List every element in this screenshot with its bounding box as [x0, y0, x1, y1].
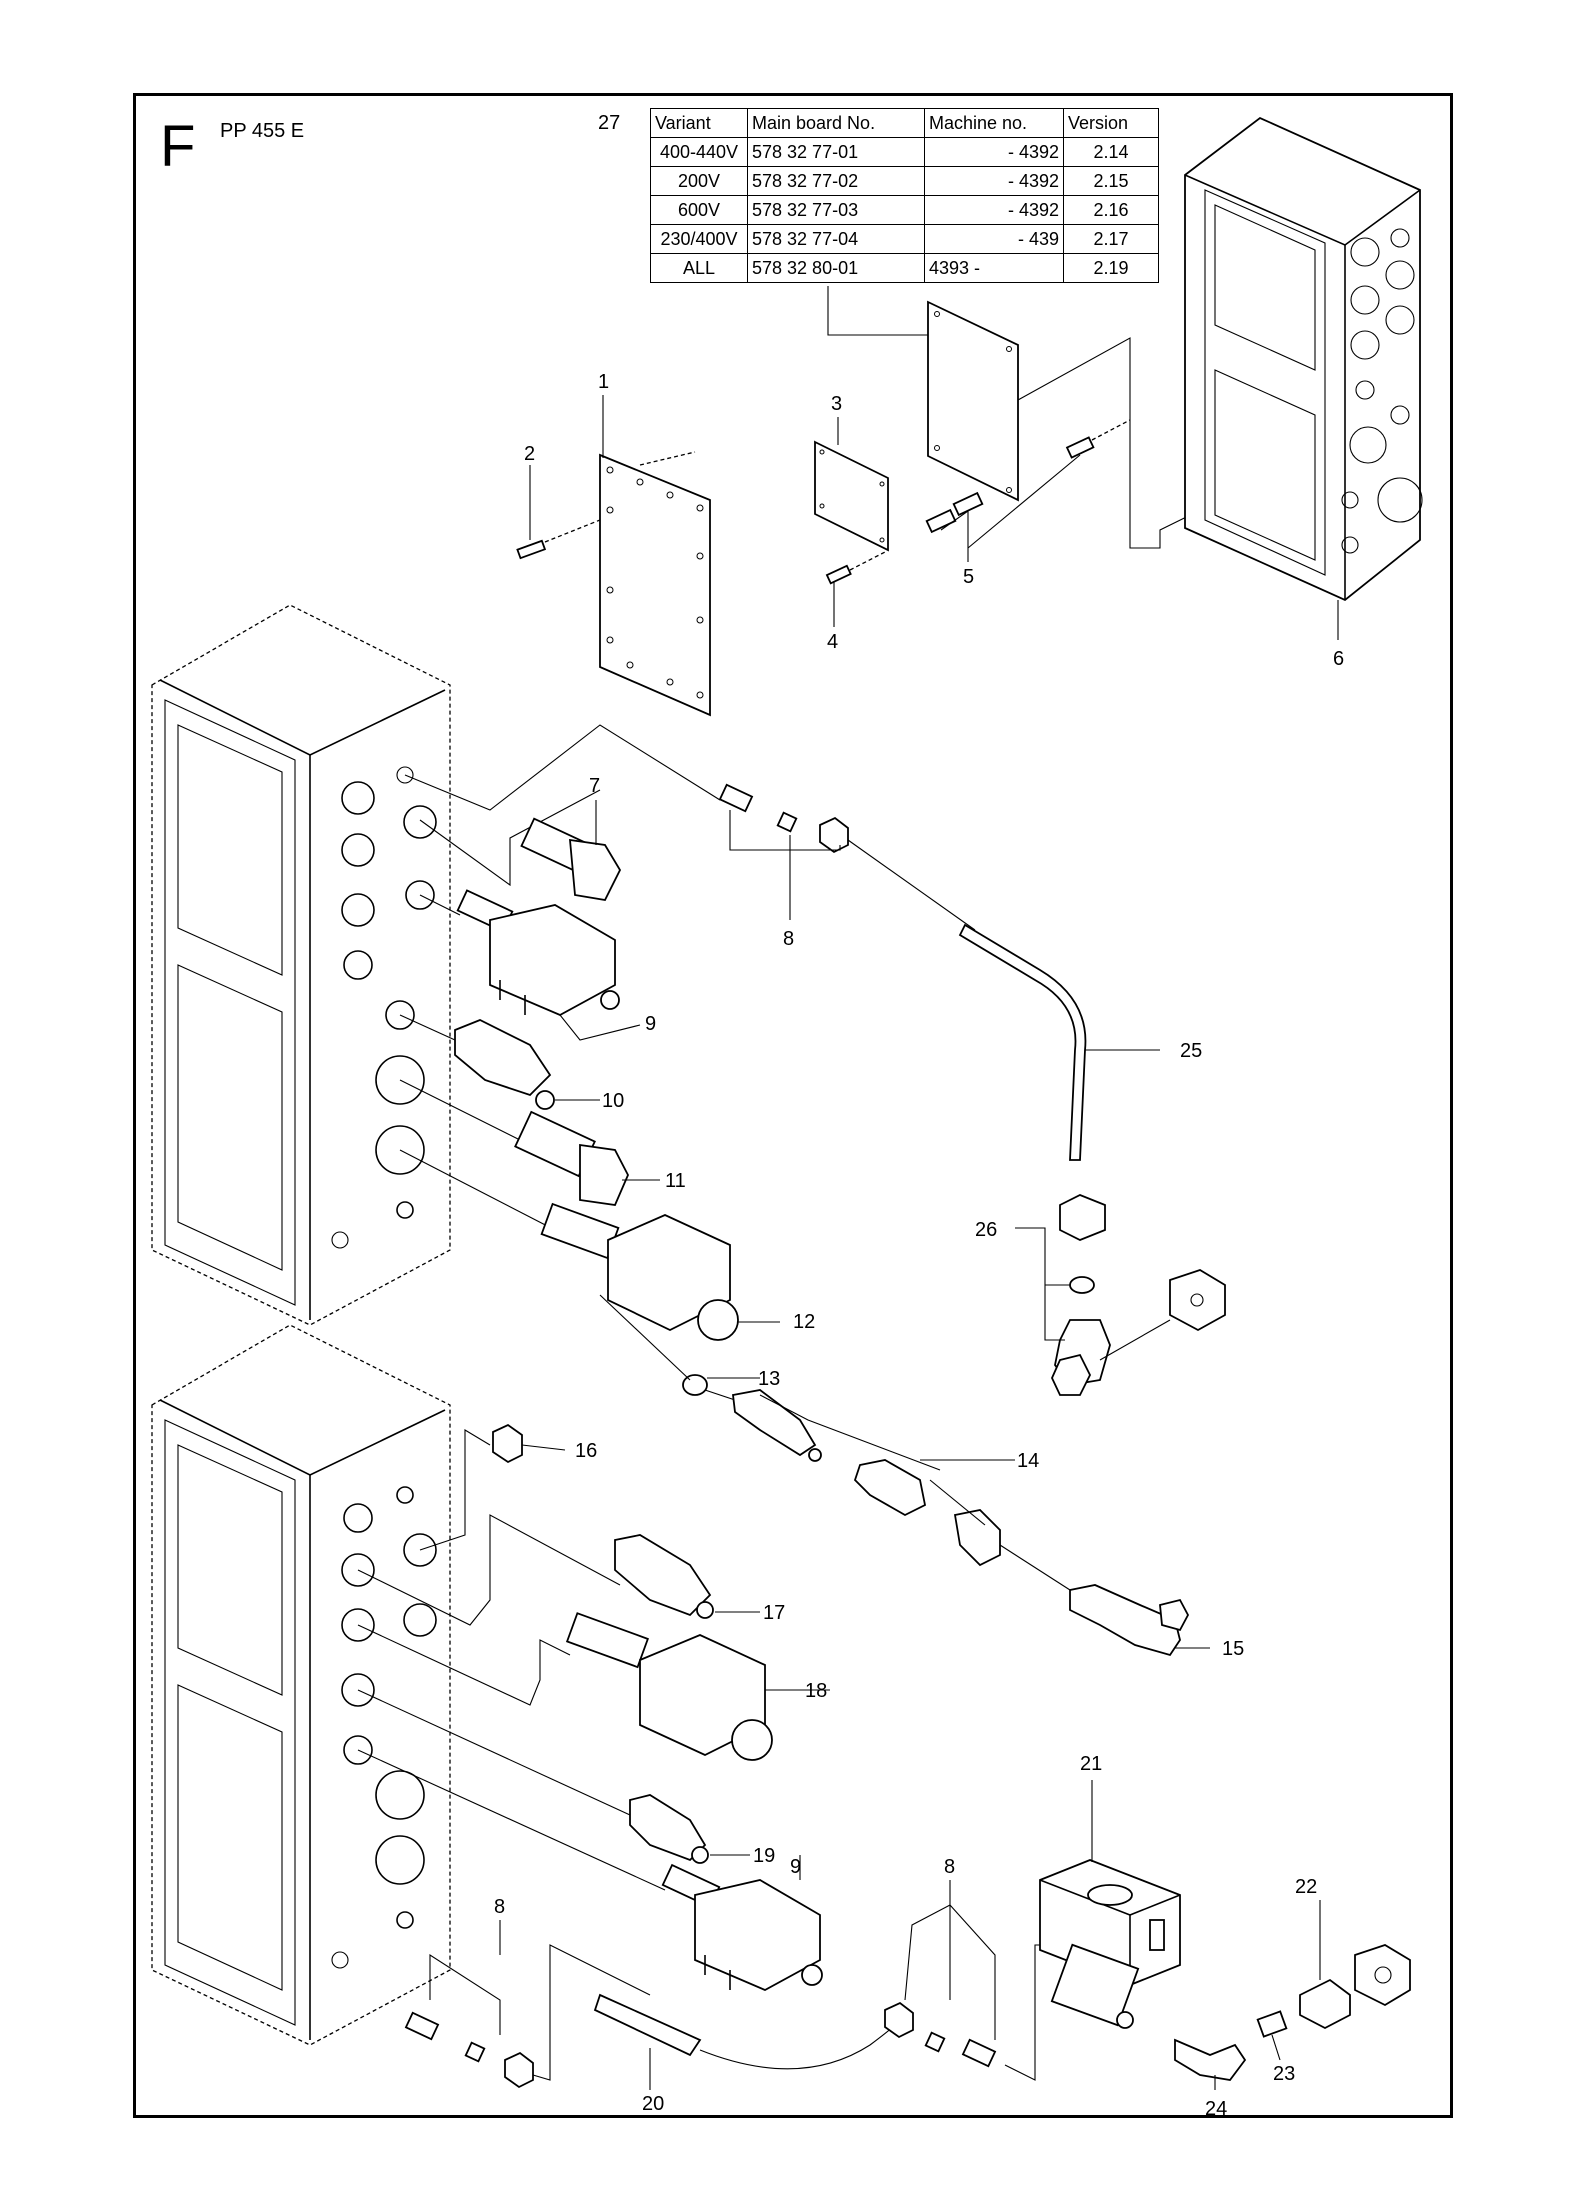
fittings-8-lower-right — [884, 1880, 1060, 2081]
callout-16: 16 — [575, 1440, 597, 1462]
variant-table: Variant Main board No. Machine no. Versi… — [650, 108, 1159, 283]
callout-8-lower-left: 8 — [494, 1896, 505, 1918]
cell-machine: - 4392 — [924, 166, 1064, 196]
table-row: 200V 578 32 77-02 - 4392 2.15 — [650, 166, 1159, 196]
leader-27 — [827, 286, 930, 336]
manifold-block-lower — [151, 1324, 451, 2046]
main-board-27 — [927, 300, 1226, 549]
angle-connector-15 — [1069, 1584, 1210, 1657]
callout-23: 23 — [1273, 2063, 1295, 2085]
header-machine-no: Machine no. — [924, 108, 1064, 138]
callout-24: 24 — [1205, 2098, 1227, 2120]
callout-14: 14 — [1017, 1450, 1039, 1472]
callout-1: 1 — [598, 371, 609, 393]
fitting-19 — [357, 1689, 750, 1864]
callout-20: 20 — [642, 2093, 664, 2115]
cell-board: 578 32 77-01 — [747, 137, 925, 167]
callout-9-lower: 9 — [790, 1856, 801, 1878]
header-version: Version — [1063, 108, 1159, 138]
cell-variant: 400-440V — [650, 137, 748, 167]
callout-19: 19 — [753, 1845, 775, 1867]
callout-3: 3 — [831, 393, 842, 415]
elbow-24 — [1174, 2038, 1247, 2090]
cell-board: 578 32 77-02 — [747, 166, 925, 196]
callout-11: 11 — [665, 1170, 686, 1192]
solenoid-valve-9-upper — [419, 889, 641, 1041]
callout-13: 13 — [758, 1368, 780, 1390]
callout-2: 2 — [524, 443, 535, 465]
table-row: ALL 578 32 80-01 4393 - 2.19 — [650, 253, 1159, 283]
callout-6: 6 — [1333, 648, 1344, 670]
pipe-25-assembly — [404, 724, 1160, 1161]
callout-8-upper: 8 — [783, 928, 794, 950]
callout-9-upper: 9 — [645, 1013, 656, 1035]
callout-27: 27 — [598, 112, 621, 134]
ring-13 — [599, 1294, 760, 1396]
drawing-frame — [133, 93, 1453, 2118]
hose-20-assembly — [404, 1920, 896, 2090]
callout-17: 17 — [763, 1602, 785, 1624]
callout-25: 25 — [1180, 1040, 1202, 1062]
callout-8-lower-right: 8 — [944, 1856, 955, 1878]
callout-15: 15 — [1222, 1638, 1244, 1660]
callout-26: 26 — [975, 1219, 997, 1241]
callout-10: 10 — [602, 1090, 624, 1112]
solenoid-valve-9-lower — [357, 1749, 823, 1991]
plug-16 — [419, 1423, 566, 1551]
section-letter: F — [160, 114, 196, 179]
cell-variant: 230/400V — [650, 224, 748, 254]
cell-board: 578 32 77-03 — [747, 195, 925, 225]
nipple-23 — [1256, 2010, 1288, 2061]
callout-18: 18 — [805, 1680, 827, 1702]
cell-version: 2.15 — [1063, 166, 1159, 196]
fitting-17 — [357, 1514, 760, 1626]
plug-11 — [399, 1079, 660, 1206]
cell-version: 2.16 — [1063, 195, 1159, 225]
sensor-18 — [357, 1612, 830, 1761]
callout-21: 21 — [1080, 1753, 1102, 1775]
cell-version: 2.19 — [1063, 253, 1159, 283]
plug-7 — [419, 789, 622, 901]
screw-2 — [516, 465, 601, 560]
sensor-12 — [399, 1149, 780, 1341]
table-row: 400-440V 578 32 77-01 - 4392 2.14 — [650, 137, 1159, 167]
callout-5: 5 — [963, 566, 974, 588]
cell-variant: ALL — [650, 253, 748, 283]
manifold-block-upper — [151, 604, 451, 1326]
callout-22: 22 — [1295, 1876, 1317, 1898]
callout-7: 7 — [589, 775, 600, 797]
cell-board: 578 32 80-01 — [747, 253, 925, 283]
solenoid-coil-21 — [1039, 1780, 1181, 2029]
model-name: PP 455 E — [220, 120, 305, 142]
callout-4: 4 — [827, 631, 838, 653]
cell-version: 2.17 — [1063, 224, 1159, 254]
connector-assembly-14 — [704, 1389, 1071, 1591]
screw-4 — [825, 551, 886, 627]
fitting-22 — [1299, 1900, 1411, 2030]
cell-machine: 4393 - — [924, 253, 1064, 283]
cover-plate-1 — [599, 395, 711, 717]
cell-version: 2.14 — [1063, 137, 1159, 167]
small-board-3 — [814, 417, 889, 552]
spacers-5 — [925, 419, 1131, 562]
callout-12: 12 — [793, 1311, 815, 1333]
elbow-fitting-26 — [1015, 1194, 1226, 1396]
housing-6 — [1184, 116, 1423, 640]
fitting-10 — [399, 1014, 600, 1110]
